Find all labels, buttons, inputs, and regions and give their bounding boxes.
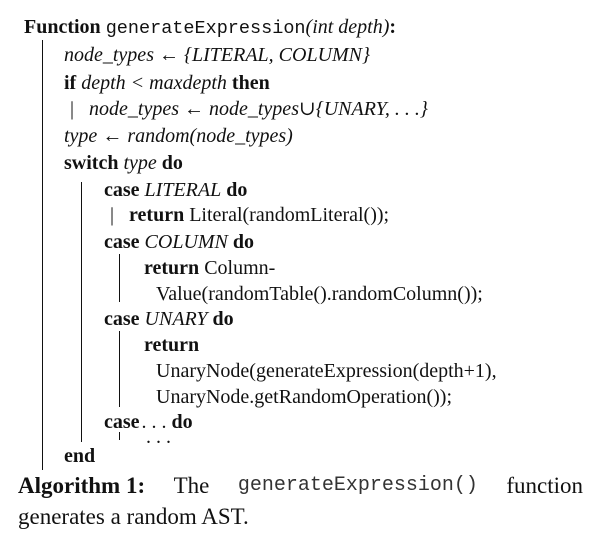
case-literal-line: case LITERAL do [104, 178, 247, 202]
do-keyword: do [171, 411, 193, 433]
if-condition: depth < maxdepth [81, 72, 227, 94]
node-types-set: {LITERAL, COLUMN} [183, 44, 371, 66]
return-keyword: return [144, 334, 200, 356]
assign-arrow: ← [184, 98, 204, 120]
if-keyword: if [64, 72, 77, 94]
unary-return-expr-line2: UnaryNode.getRandomOperation()); [156, 385, 452, 409]
case-keyword: case [104, 179, 140, 201]
case-ellipsis-line: case. . . do [104, 410, 193, 434]
random-call: random(node_types) [127, 125, 293, 147]
case-label: UNARY [144, 308, 208, 330]
function-name: generateExpression [105, 18, 306, 39]
function-keyword: Function [24, 16, 101, 38]
caption-code: generateExpression() [237, 474, 478, 497]
extend-node-types-line: | node_types ← node_types∪{UNARY, . . .} [70, 97, 428, 121]
node-types-var: node_types [89, 98, 179, 120]
type-var: type [64, 125, 98, 147]
switch-block-rule [81, 182, 83, 442]
do-keyword: do [161, 152, 183, 174]
caption-line2: generates a random AST. [18, 504, 249, 529]
switch-var: type [123, 152, 157, 174]
type-assign-line: type ← random(node_types) [64, 124, 293, 148]
do-keyword: do [226, 179, 248, 201]
if-line: if depth < maxdepth then [64, 71, 270, 95]
case-label: . . . [141, 411, 167, 433]
unary-return-expr-line1: UnaryNode(generateExpression(depth+1), [156, 359, 497, 383]
switch-line: switch type do [64, 151, 183, 175]
case-keyword: case [104, 308, 140, 330]
case-body-bar: | [110, 204, 115, 226]
node-types-union: node_types∪{UNARY, . . .} [209, 98, 428, 120]
ellipsis-case-rule [119, 432, 121, 440]
return-keyword: return [129, 204, 185, 226]
case-label: COLUMN [144, 231, 228, 253]
case-keyword: case [104, 231, 140, 253]
function-params: (int depth) [305, 16, 390, 38]
if-body-bar: | [70, 98, 75, 120]
end-keyword: end [64, 445, 96, 467]
caption-label: Algorithm 1: [18, 473, 146, 498]
end-line: end [64, 444, 95, 468]
return-keyword: return [144, 257, 200, 279]
return-expr-part2: UnaryNode.getRandomOperation()); [156, 386, 453, 408]
unary-return-line: return [144, 333, 199, 357]
unary-case-rule [119, 331, 121, 407]
do-keyword: do [212, 308, 234, 330]
literal-return-line: | return Literal(randomLiteral()); [110, 203, 389, 227]
caption-text-after: function [506, 473, 583, 498]
column-return-continuation: Value(randomTable().randomColumn()); [156, 282, 483, 306]
switch-keyword: switch [64, 152, 119, 174]
init-node-types-line: node_types ← {LITERAL, COLUMN} [64, 43, 370, 67]
case-keyword: case [104, 411, 140, 433]
return-expr-part1: UnaryNode(generateExpression(depth+1), [156, 360, 497, 382]
caption-line1: Algorithm 1: The generateExpression() fu… [18, 470, 583, 501]
case-unary-line: case UNARY do [104, 307, 234, 331]
column-return-line: return Column- [144, 256, 275, 280]
case-column-line: case COLUMN do [104, 230, 254, 254]
node-types-var: node_types [64, 44, 154, 66]
then-keyword: then [231, 72, 270, 94]
header-colon: : [389, 16, 397, 38]
assign-arrow: ← [158, 44, 179, 66]
return-expr-part2: Value(randomTable().randomColumn()); [156, 283, 483, 305]
column-case-rule [119, 254, 121, 302]
assign-arrow: ← [102, 125, 123, 147]
algorithm-caption: Algorithm 1: The generateExpression() fu… [18, 470, 583, 532]
ellipsis-case-body: . . . [146, 427, 171, 447]
caption-text-before: The [173, 473, 210, 498]
case-label: LITERAL [144, 179, 222, 201]
ellipsis-body: . . . [146, 426, 171, 448]
return-expr-part1: Column- [204, 257, 276, 279]
return-expr: Literal(randomLiteral()); [189, 204, 390, 226]
function-header: Function generateExpression(int depth): [24, 15, 396, 41]
do-keyword: do [232, 231, 255, 253]
function-block-rule [42, 40, 44, 470]
